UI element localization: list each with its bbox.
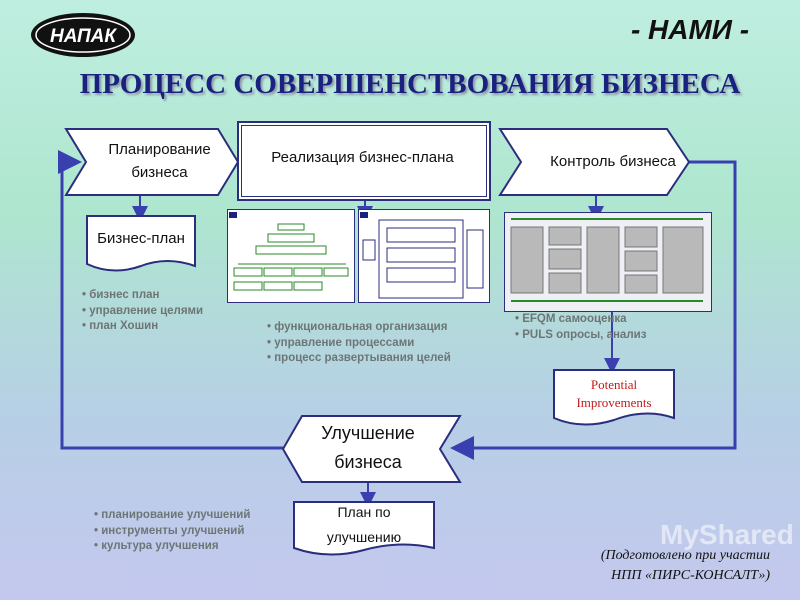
list-item: планирование улучшений (94, 508, 294, 524)
implementation-box (237, 121, 491, 201)
implementation-bullets: функциональная организация управление пр… (267, 320, 497, 367)
business-plan-doc (86, 215, 196, 272)
org-chart-thumbnail (227, 209, 355, 303)
potential-improvements-doc (553, 369, 675, 426)
list-item: план Хошин (82, 319, 242, 335)
planning-bullets: бизнес план управление целями план Хошин (82, 288, 242, 335)
footer-line-2: НПП «ПИРС-КОНСАЛТ») (611, 568, 770, 583)
page-title: ПРОЦЕСС СОВЕРШЕНСТВОВАНИЯ БИЗНЕСА (79, 68, 741, 100)
business-plan-label: Бизнес-план (97, 230, 185, 247)
efqm-model-thumbnail (504, 212, 712, 312)
improvement-plan-label: План по улучшению (326, 504, 402, 545)
logo-text: НАПАК (50, 26, 117, 47)
list-item: функциональная организация (267, 320, 497, 336)
planning-label: Планирование бизнеса (108, 141, 211, 181)
improvement-chevron (281, 415, 462, 483)
footer-line-1: (Подготовлено при участии (600, 548, 770, 563)
list-item: управление процессами (267, 336, 497, 352)
loop-line-left (58, 150, 286, 450)
improvement-plan-doc (293, 501, 435, 556)
loop-line-right (450, 160, 737, 460)
list-item: управление целями (82, 304, 242, 320)
subtitle: - НАМИ - (630, 14, 750, 45)
control-label: Контроль бизнеса (550, 153, 676, 170)
process-map-thumbnail (358, 209, 490, 303)
control-bullets: EFQM самооценка PULS опросы, анализ (515, 312, 715, 343)
improvement-bullets: планирование улучшений инструменты улучш… (94, 508, 294, 555)
control-chevron (498, 128, 691, 196)
improvement-label: Улучшение бизнеса (321, 423, 415, 472)
potential-improvements-label: Potential Improvements (576, 377, 652, 410)
list-item: инструменты улучшений (94, 524, 294, 540)
implementation-label: Реализация бизнес-плана (271, 149, 454, 166)
list-item: EFQM самооценка (515, 312, 715, 328)
list-item: процесс развертывания целей (267, 351, 497, 367)
list-item: бизнес план (82, 288, 242, 304)
list-item: PULS опросы, анализ (515, 328, 715, 344)
planning-chevron (64, 128, 240, 196)
footer-credit: (Подготовлено при участии НПП «ПИРС-КОНС… (520, 546, 770, 586)
watermark: MyShared (660, 519, 794, 550)
napak-logo: НАПАК (31, 13, 135, 57)
list-item: культура улучшения (94, 539, 294, 555)
